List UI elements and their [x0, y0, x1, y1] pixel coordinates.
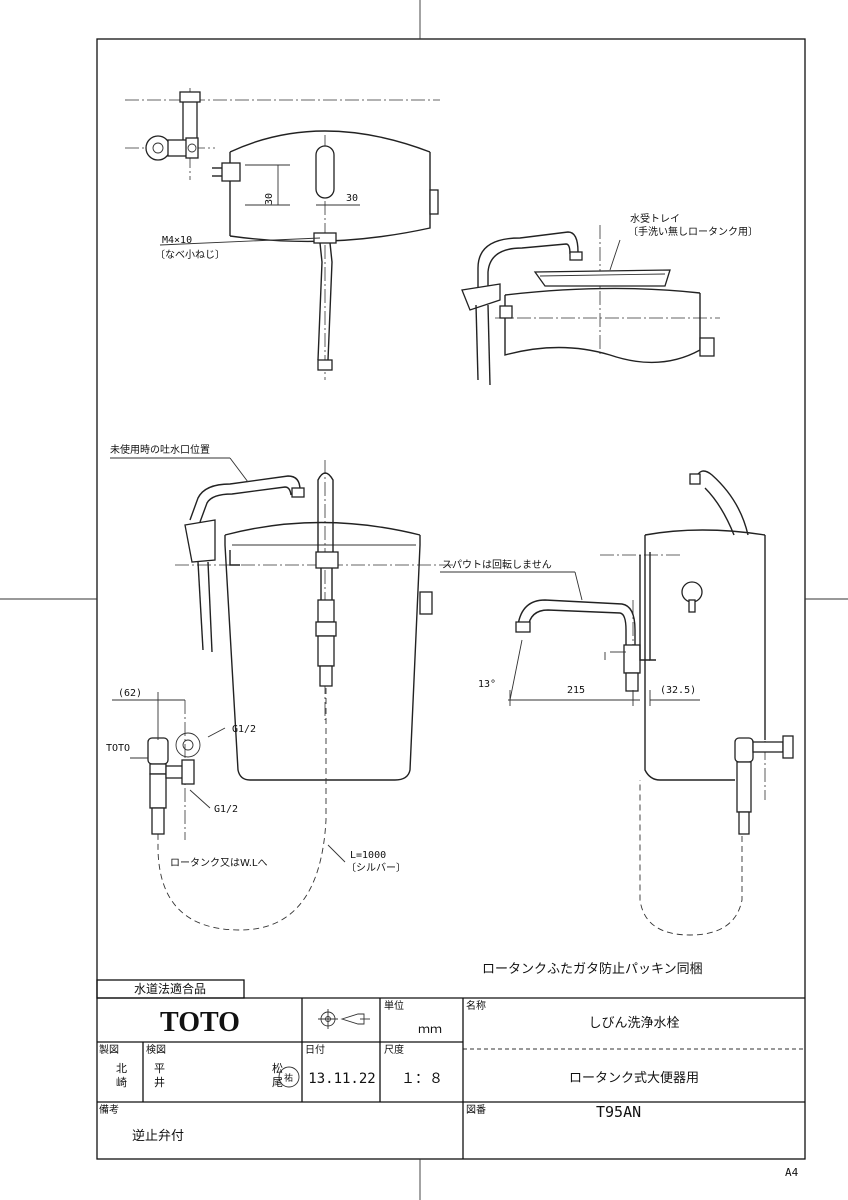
- dim-13-degrees: 13°: [478, 679, 496, 690]
- thread-g12-bottom: G1/2: [214, 804, 238, 815]
- remarks-label: 備考: [99, 1103, 119, 1116]
- drawing-number: T95AN: [596, 1103, 641, 1121]
- scale-value: １：８: [401, 1071, 443, 1087]
- remarks-value: 逆止弁付: [132, 1128, 184, 1144]
- scale-label: 尺度: [384, 1043, 404, 1056]
- compliance-label: 水道法適合品: [134, 981, 206, 996]
- packing-note: ロータンクふたガタ防止パッキン同梱: [482, 961, 703, 977]
- screw-label: M4×10: [162, 235, 192, 246]
- no-rotation-note: スパウトは回転しません: [442, 559, 552, 571]
- tray-sub-label: 〔手洗い無しロータンク用〕: [628, 225, 758, 238]
- checked-by-2: 井: [154, 1075, 165, 1089]
- approval-seal-text: 祐: [284, 1072, 293, 1084]
- drawn-by-label: 製図: [99, 1043, 119, 1056]
- hose-color-label: 〔シルバー〕: [346, 862, 406, 874]
- date-label: 日付: [305, 1043, 325, 1056]
- dim-32-5: (32.5): [660, 685, 696, 696]
- approved-by-1: 松: [272, 1061, 283, 1075]
- drawn-by-2: 崎: [116, 1075, 127, 1089]
- product-name: しびん洗浄水栓: [588, 1016, 679, 1031]
- checked-by-label: 検図: [146, 1043, 166, 1056]
- top-view: [125, 88, 440, 380]
- drawn-by-1: 北: [116, 1062, 127, 1075]
- dim-215: 215: [567, 685, 585, 696]
- brand-logo: TOTO: [160, 1007, 240, 1038]
- front-view: [110, 457, 455, 931]
- dim-30-vertical: 30: [264, 193, 275, 205]
- screw-type-label: 〔なべ小ねじ〕: [155, 249, 225, 261]
- checked-by-1: 平: [154, 1062, 165, 1075]
- product-subname: ロータンク式大便器用: [569, 1071, 699, 1086]
- name-label: 名称: [466, 999, 486, 1012]
- tray-label: 水受トレイ: [630, 213, 680, 225]
- thread-g12-top: G1/2: [232, 724, 256, 735]
- side-view: [639, 470, 794, 936]
- drawing-number-label: 図番: [466, 1104, 486, 1116]
- hose-length-label: L=1000: [350, 850, 386, 861]
- unit-value: ｍｍ: [418, 1022, 442, 1036]
- unused-position-label: 未使用時の吐水口位置: [110, 443, 210, 456]
- paper-size: A4: [785, 1166, 799, 1179]
- date-value: 13.11.22: [308, 1071, 375, 1087]
- dim-30-horizontal: 30: [346, 193, 358, 204]
- dim-62: (62): [118, 688, 142, 699]
- approved-by-2: 尾: [272, 1076, 283, 1089]
- to-tank-label: ロータンク又はW.Lへ: [170, 857, 268, 869]
- spout-detail-view: [440, 554, 700, 706]
- unit-label: 単位: [384, 999, 404, 1012]
- toto-mark-label: TOTO: [106, 743, 130, 754]
- title-block: [96, 979, 805, 1159]
- tray-view: [461, 225, 720, 386]
